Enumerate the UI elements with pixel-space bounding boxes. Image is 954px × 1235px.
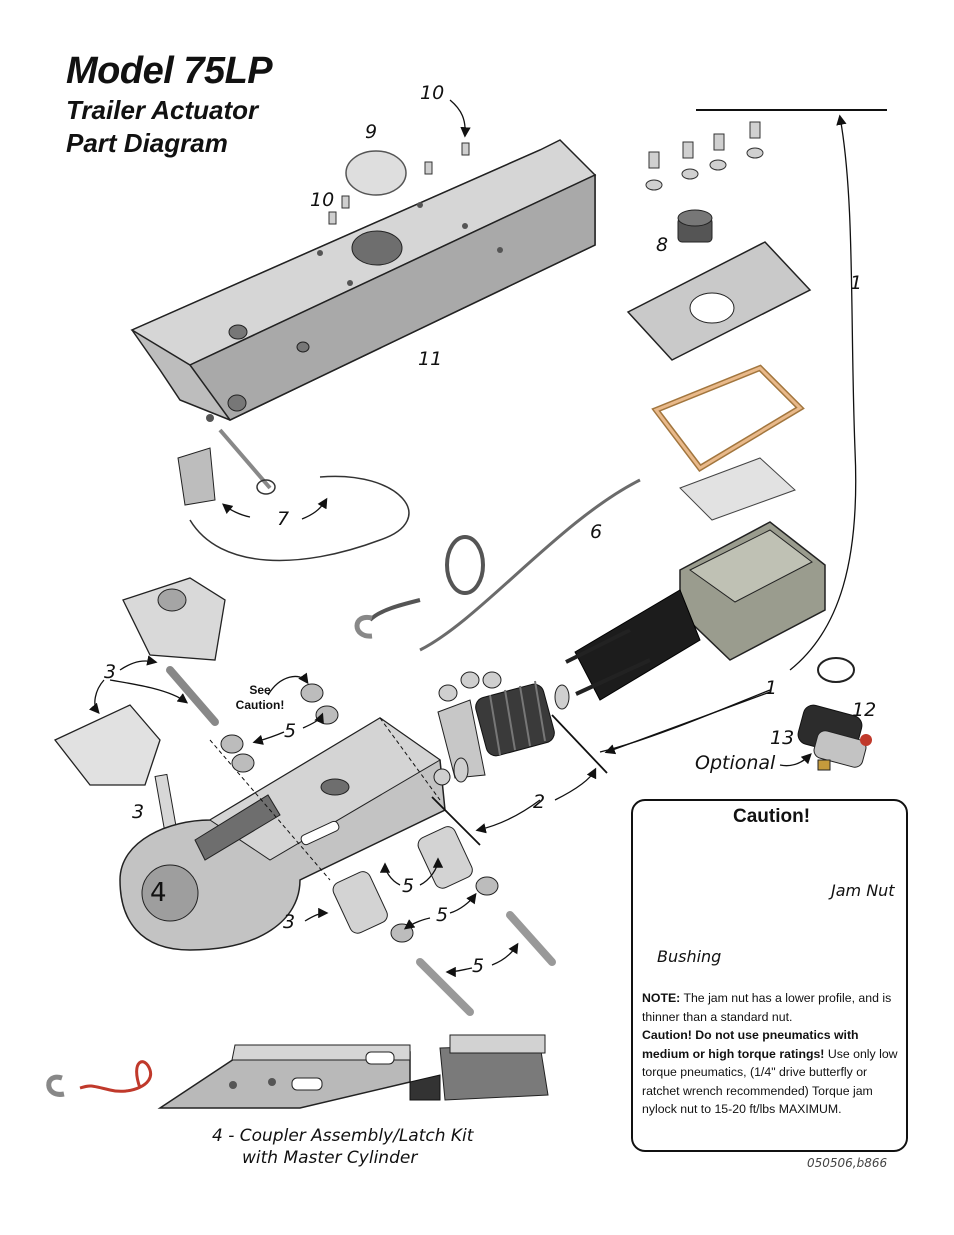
optional-label: Optional xyxy=(695,752,776,774)
bushings-part xyxy=(220,683,556,1016)
jam-nut-label: Jam Nut xyxy=(831,881,895,900)
document-id: 050506,b866 xyxy=(807,1156,888,1170)
callout-1-upper: 1 xyxy=(850,272,863,294)
caution-text: NOTE: The jam nut has a lower profile, a… xyxy=(642,989,902,1119)
diaphragm-part xyxy=(679,457,796,521)
screws-part xyxy=(328,142,470,225)
see-caution-line2: Caution! xyxy=(235,698,285,712)
coupler-assembly-illustration xyxy=(46,1034,549,1109)
callout-12: 12 xyxy=(852,699,877,721)
callout-10-top: 10 xyxy=(420,82,445,104)
assembly-caption: 4 - Coupler Assembly/Latch Kit with Mast… xyxy=(212,1125,473,1169)
see-caution-note: See Caution! xyxy=(228,683,292,713)
note-text: The jam nut has a lower profile, and is … xyxy=(642,991,892,1024)
subtitle-line2: Part Diagram xyxy=(66,128,228,158)
callout-9: 9 xyxy=(365,121,378,143)
subtitle: Trailer Actuator Part Diagram xyxy=(66,94,258,160)
latch-part xyxy=(53,577,226,835)
leader-lines xyxy=(88,99,857,978)
spring-part xyxy=(433,671,570,786)
callout-5-lower: 5 xyxy=(436,904,449,926)
subtitle-line1: Trailer Actuator xyxy=(66,95,259,125)
warning-bold: Caution! Do not use pneumatics with medi… xyxy=(642,1028,859,1061)
callout-13: 13 xyxy=(770,727,795,749)
note-label: NOTE: xyxy=(642,991,681,1005)
callout-6: 6 xyxy=(590,521,603,543)
callout-7: 7 xyxy=(277,508,290,530)
callout-4: 4 xyxy=(150,878,167,908)
see-caution-line1: See xyxy=(249,683,271,697)
filler-cap-part xyxy=(677,209,713,243)
caution-title: Caution! xyxy=(733,806,811,827)
callout-3-middle: 3 xyxy=(132,801,145,823)
lanyard-part xyxy=(189,428,410,562)
callout-2: 2 xyxy=(533,791,546,813)
cap-part xyxy=(345,150,407,196)
coupler-body-part xyxy=(119,717,446,951)
callout-3-lower: 3 xyxy=(283,911,296,933)
callout-10-left: 10 xyxy=(310,189,335,211)
callout-3-upper: 3 xyxy=(104,661,117,683)
callout-8: 8 xyxy=(656,234,669,256)
gasket-part xyxy=(651,364,805,472)
callout-5-middle: 5 xyxy=(402,875,415,897)
bushing-label: Bushing xyxy=(657,947,722,966)
model-title: Model 75LP xyxy=(66,50,273,92)
caution-box: Caution! Jam Nut Bushing NOTE: The jam n… xyxy=(631,799,908,1152)
breakaway-cable-part xyxy=(354,478,641,652)
caption-line1: 4 - Coupler Assembly/Latch Kit xyxy=(212,1126,474,1146)
mounting-bolts-part xyxy=(645,121,764,191)
warning-text: Use only low torque pneumatics, (1/4" dr… xyxy=(642,1046,898,1117)
housing-channel-part xyxy=(130,139,597,422)
master-cylinder-part xyxy=(565,521,826,701)
callout-1-lower: 1 xyxy=(765,677,778,699)
callout-11: 11 xyxy=(418,348,443,370)
callout-5-bottom: 5 xyxy=(472,955,485,977)
optional-solenoid-part xyxy=(797,657,872,771)
caption-line2: with Master Cylinder xyxy=(242,1148,418,1168)
callout-5-upper: 5 xyxy=(284,720,297,742)
lanyard-bracket xyxy=(177,447,216,506)
